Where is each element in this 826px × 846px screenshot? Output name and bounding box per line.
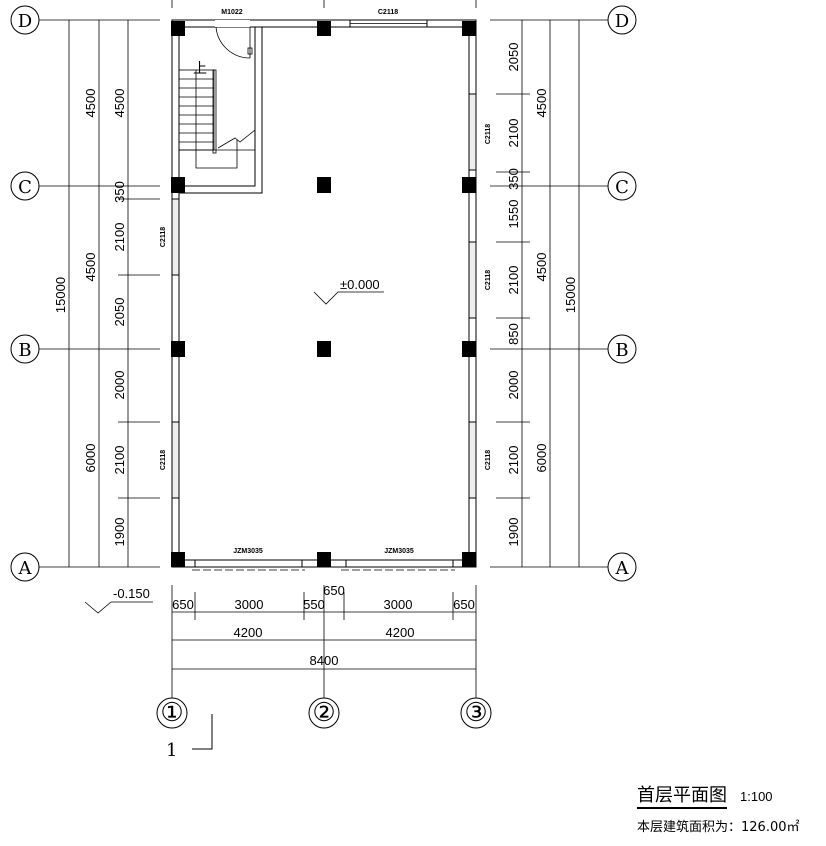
dim-left-detail: 2050 [112,298,127,327]
dim-right-detail: 1900 [506,518,521,547]
drawing-scale: 1:100 [740,789,773,804]
dim-right-total: 15000 [563,277,578,313]
walls [171,19,477,568]
dim-right-axis: 4500 [534,89,549,118]
bottom-dimension-lines [172,592,476,670]
section-mark: 1 [166,714,213,761]
left-dimension-lines [68,20,160,567]
dim-right-detail: 350 [506,168,521,190]
axis-bubbles [10,5,637,729]
door-m1022 [215,20,253,59]
dim-bottom-axis: 4200 [234,625,263,640]
dim-right-detail: 850 [506,323,521,345]
dim-left-axis: 4500 [83,89,98,118]
label-right-window-1: C2118 [485,124,492,144]
axis-label-1: ① [160,698,183,728]
dim-right-detail: 2050 [506,43,521,72]
dim-bottom-detail: 650 [453,597,475,612]
dim-bottom-detail: 550 [303,597,325,612]
label-left-window-upper: C2118 [160,227,167,247]
dim-right-axis: 4500 [534,253,549,282]
dim-left-axis: 4500 [83,253,98,282]
dim-left-detail: 350 [112,181,127,203]
dim-right-detail: 2000 [506,371,521,400]
stair-up-label: 上 [193,61,207,77]
dim-left-total: 15000 [53,277,68,313]
dim-bottom-axis: 4200 [386,625,415,640]
section-mark-label: 1 [166,740,177,761]
label-right-window-2: C2118 [485,270,492,290]
dim-bottom-detail: 3000 [384,597,413,612]
drawing-title: 首层平面图 [637,785,727,806]
axis-label-c-right: C [615,177,629,198]
title-block: 首层平面图 1:100 本层建筑面积为：126.00㎡ [637,785,800,835]
dim-left-axis: 6000 [83,444,98,473]
outdoor-level-text: -0.150 [113,586,150,601]
dim-right-detail: 1550 [506,200,521,229]
outdoor-level-mark: -0.150 [84,586,153,614]
bottom-doors [192,559,455,571]
dim-right-detail: 2100 [506,119,521,148]
axis-label-b-right: B [615,340,628,361]
axis-lines [39,0,608,698]
dim-bottom-detail: 650 [172,597,194,612]
axis-label-d-right: D [615,11,629,32]
label-right-window-3: C2118 [485,450,492,470]
area-note: 本层建筑面积为：126.00㎡ [637,819,800,835]
dim-right-detail: 2100 [506,266,521,295]
floor-level-text: ±0.000 [340,277,380,292]
dim-bottom-detail: 650 [323,583,345,598]
dim-left-detail: 2100 [112,446,127,475]
right-dimension-lines [496,20,580,567]
dim-left-detail: 2100 [112,223,127,252]
staircase [178,69,256,169]
dim-left-detail: 1900 [112,518,127,547]
axis-label-b: B [18,340,31,361]
dim-right-detail: 2100 [506,446,521,475]
label-left-window-lower: C2118 [160,450,167,470]
axis-label-3: ③ [464,698,487,728]
dim-left-detail: 4500 [112,89,127,118]
dim-left-detail: 2000 [112,371,127,400]
columns [171,21,476,567]
label-bottom-door-right: JZM3035 [384,548,414,555]
dim-bottom-total: 8400 [310,653,339,668]
windows [171,19,477,499]
label-m1022: M1022 [221,9,243,16]
label-top-window: C2118 [378,9,398,16]
axis-label-d: D [18,11,32,32]
dim-right-axis: 6000 [534,444,549,473]
axis-label-2: ② [312,698,335,728]
axis-label-c: C [18,177,32,198]
axis-label-a-right: A [615,558,630,579]
floor-level-mark: ±0.000 [313,277,384,305]
label-bottom-door-left: JZM3035 [233,548,263,555]
axis-label-a: A [18,558,33,579]
dim-bottom-detail: 3000 [235,597,264,612]
